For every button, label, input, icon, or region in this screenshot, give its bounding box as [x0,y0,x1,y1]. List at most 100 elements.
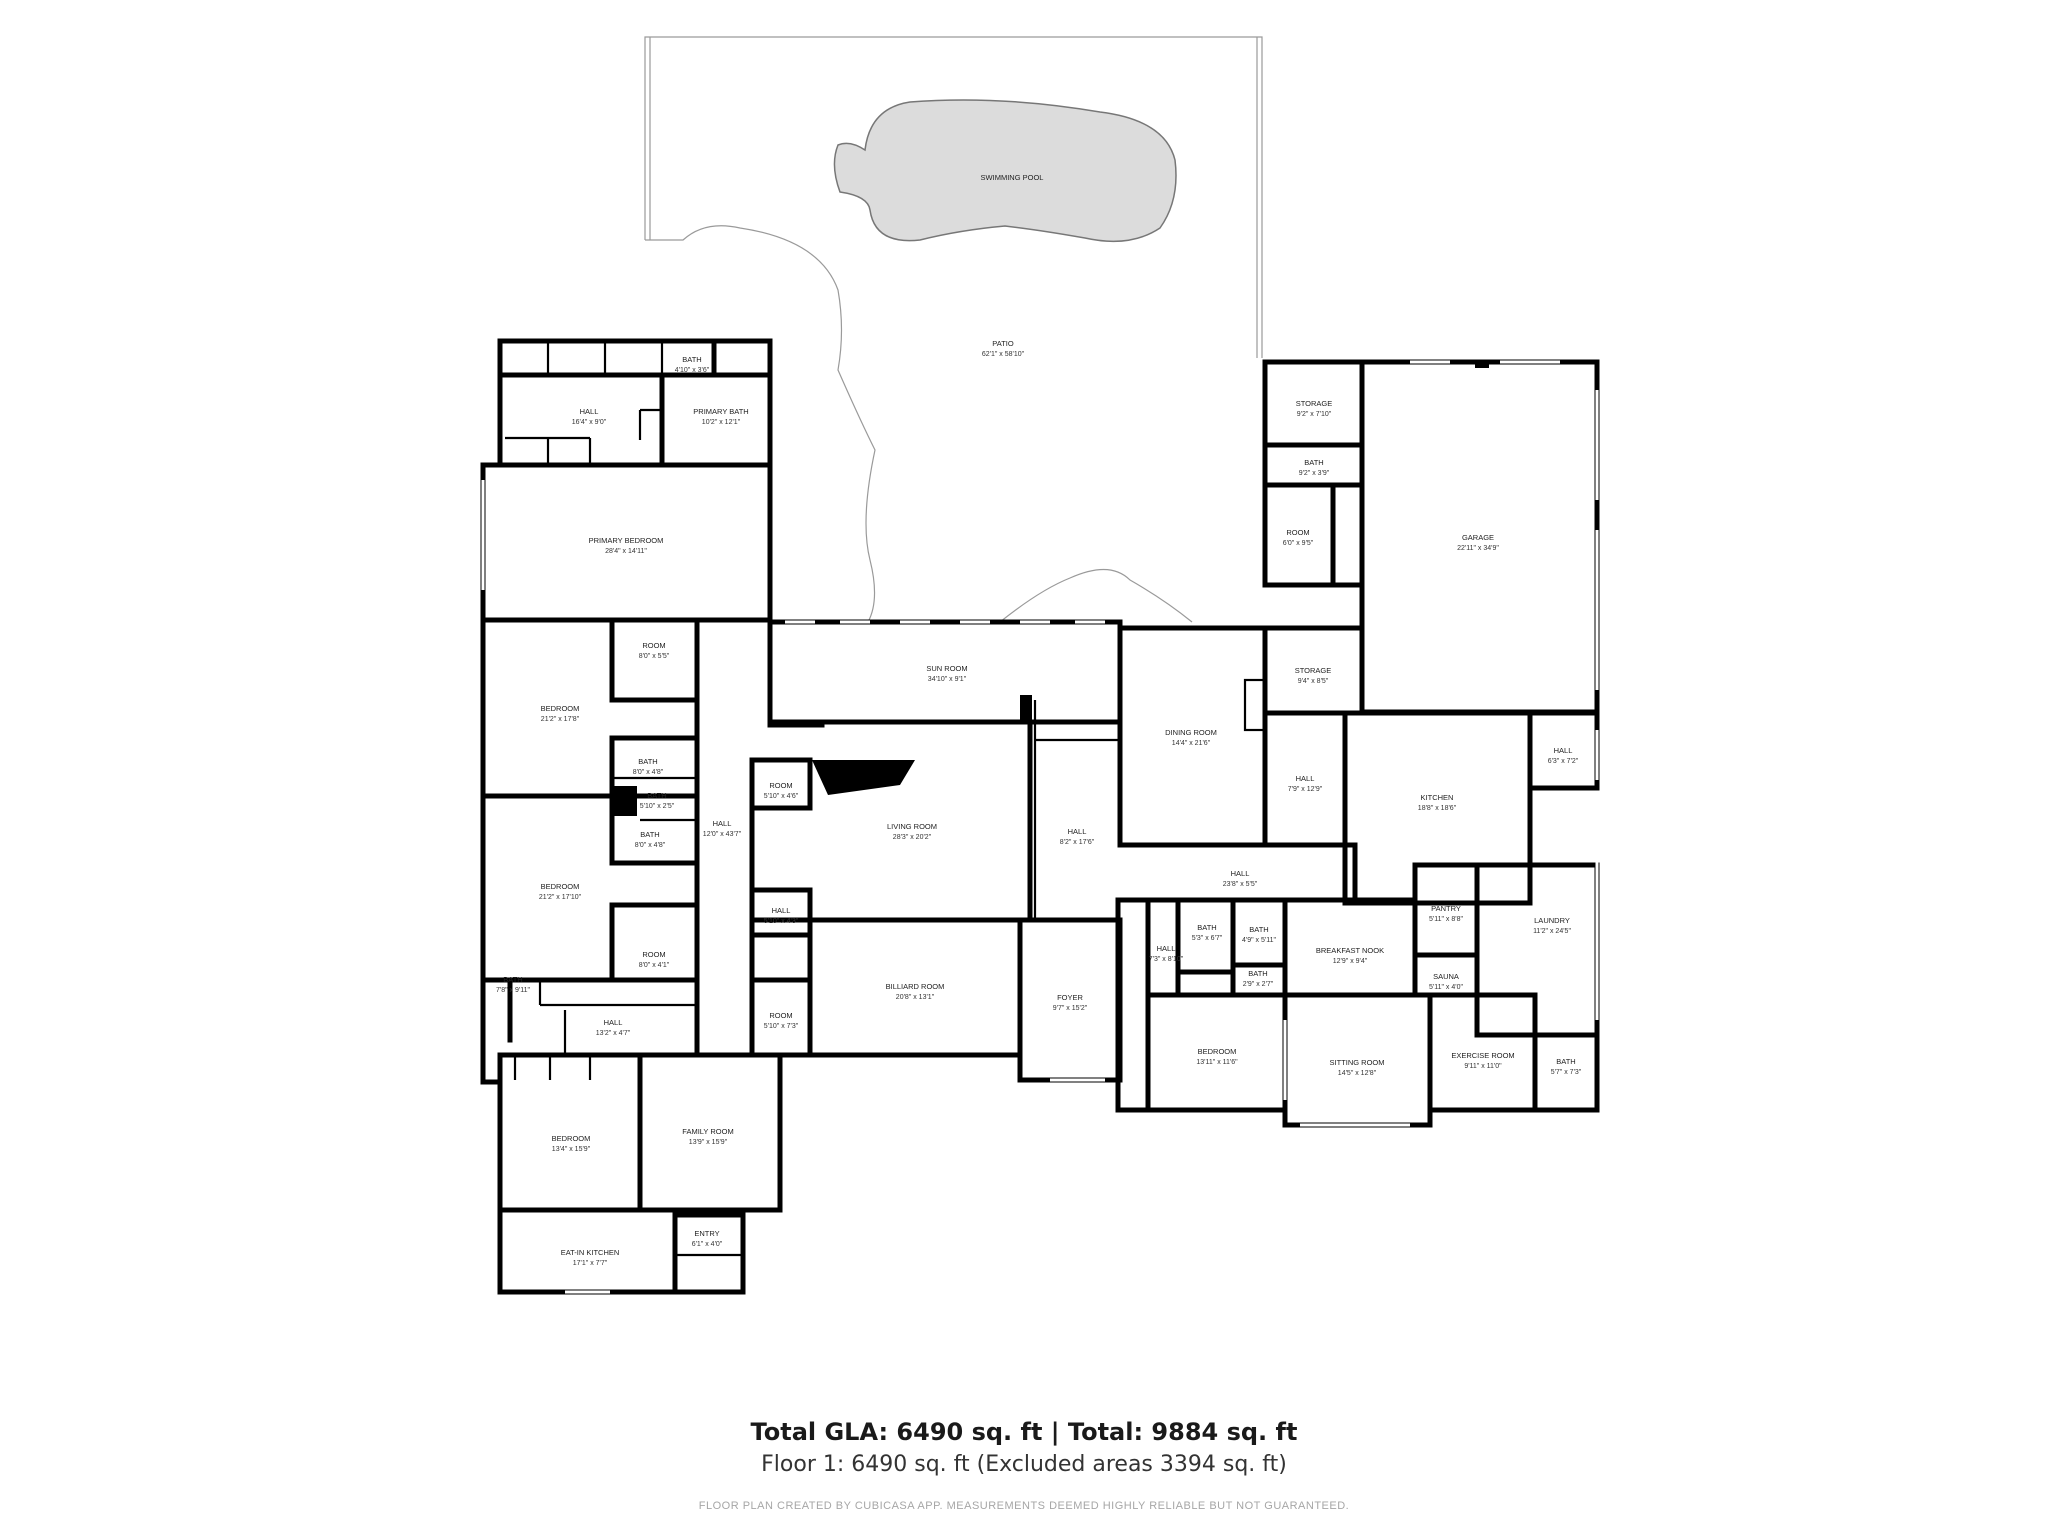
room-dimension: 6'0" x 9'5" [1283,540,1314,547]
room-dimension: 13'2" x 4'7" [596,1030,631,1037]
room-dimension: 28'4" x 14'11" [605,548,647,555]
room-label: ENTRY [694,1229,719,1238]
room-label: BATH [1248,969,1267,978]
room-dimension: 5'10" x 2'5" [640,803,675,810]
room-label: STORAGE [1296,399,1333,408]
room-label: BILLIARD ROOM [886,982,945,991]
room-label: GARAGE [1462,533,1494,542]
room-dimension: 28'3" x 20'2" [893,834,932,841]
room-label: BEDROOM [552,1134,591,1143]
room-label: HALL [604,1018,623,1027]
room-dimension: 10'2" x 12'1" [702,419,741,426]
room-label: HALL [1157,944,1176,953]
room-dimension: 7'9" x 12'9" [1288,786,1323,793]
room-label: LIVING ROOM [887,822,937,831]
room-dimension: 23'8" x 5'5" [1223,881,1258,888]
room-dimension: 12'9" x 9'4" [1333,958,1368,965]
room-dimension: 16'4" x 9'0" [572,419,607,426]
room-label: FOYER [1057,993,1083,1002]
room-dimension: 7'3" x 8'10" [1149,956,1184,963]
room-dimension: 18'8" x 18'6" [1418,805,1457,812]
room-dimension: 11'2" x 24'5" [1533,928,1571,935]
room-label: BATH [638,757,657,766]
room-label: PRIMARY BATH [693,407,748,416]
room-dimension: 5'11" x 8'8" [1429,916,1463,923]
room-dimension: 5'3" x 6'7" [1192,935,1223,942]
room-dimension: 12'0" x 43'7" [703,831,742,838]
room-label: KITCHEN [1421,793,1454,802]
room-label: EXERCISE ROOM [1451,1051,1514,1060]
room-label: ROOM [1286,528,1309,537]
room-dimension: 5'11" x 4'0" [1429,984,1463,991]
room-label: BATH [640,830,659,839]
room-dimension: 13'4" x 15'9" [552,1146,591,1153]
room-label: PATIO [992,339,1014,348]
room-dimension: 6'3" x 7'2" [1548,758,1579,765]
room-dimension: 7'8" x 9'11" [496,987,530,994]
room-dimension: 8'0" x 5'5" [639,653,670,660]
room-label: HALL [580,407,599,416]
primary-suite-walls [497,338,773,468]
room-dimension: 13'9" x 15'9" [689,1139,728,1146]
room-label: PANTRY [1431,904,1461,913]
central-walls [749,619,1123,1058]
room-label: BATH [1556,1057,1575,1066]
room-label: EAT-IN KITCHEN [561,1248,620,1257]
total-area-summary: Total GLA: 6490 sq. ft | Total: 9884 sq.… [750,1418,1298,1446]
room-dimension: 14'4" x 21'6" [1172,740,1211,747]
room-label: BATH [503,975,522,984]
room-dimension: 8'0" x 4'8" [633,769,664,776]
room-dimension: 9'7" x 15'2" [1053,1005,1088,1012]
bottom-left-walls [497,1052,783,1295]
room-label: HALL [1231,869,1250,878]
room-dimension: 8'0" x 4'1" [639,962,670,969]
room-dimension: 14'5" x 12'8" [1338,1070,1377,1077]
room-label: BATH [1197,923,1216,932]
room-dimension: 9'2" x 3'9" [1299,470,1330,477]
room-dimension: 9'4" x 8'5" [1298,678,1329,685]
room-dimension: 22'11" x 34'9" [1457,545,1499,552]
room-dimension: 8'0" x 4'8" [635,842,666,849]
room-label: LAUNDRY [1534,916,1570,925]
room-label: SWIMMING POOL [981,173,1044,182]
room-label: HALL [772,906,791,915]
room-dimension: 20'8" x 13'1" [896,994,935,1001]
room-label: ROOM [642,641,665,650]
room-label: SAUNA [1433,972,1459,981]
room-label: SUN ROOM [926,664,967,673]
room-dimension: 9'11" x 11'0" [1464,1063,1502,1070]
room-label: BEDROOM [541,882,580,891]
room-dimension: 21'2" x 17'10" [539,894,582,901]
room-label: ROOM [769,1011,792,1020]
foyer-walls [1017,700,1123,1083]
patio-outline [644,36,1263,623]
disclaimer: FLOOR PLAN CREATED BY CUBICASA APP. MEAS… [698,1500,1350,1512]
room-dimension: 13'11" x 11'6" [1196,1059,1238,1066]
room-label: BATH [647,791,666,800]
room-label: BATH [1249,925,1268,934]
room-label: BREAKFAST NOOK [1316,946,1384,955]
floor-area-summary: Floor 1: 6490 sq. ft (Excluded areas 339… [761,1452,1287,1477]
room-labels: SWIMMING POOL PATIO 62'1" x 58'10" BATH … [496,173,1582,1267]
room-label: SITTING ROOM [1330,1058,1385,1067]
room-dimension: 5'10" x 4'6" [764,793,799,800]
room-dimension: 5'10" x 4'3" [764,918,799,925]
room-label: BATH [682,355,701,364]
room-dimension: 62'1" x 58'10" [982,351,1025,358]
room-dimension: 4'10" x 3'6" [675,367,710,374]
room-label: FAMILY ROOM [682,1127,733,1136]
room-label: HALL [1296,774,1315,783]
room-label: HALL [713,819,732,828]
room-label: HALL [1068,827,1087,836]
room-dimension: 6'1" x 4'0" [692,1241,723,1248]
room-label: HALL [1554,746,1573,755]
room-dimension: 5'10" x 7'3" [764,1023,799,1030]
room-dimension: 17'1" x 7'7" [573,1260,608,1267]
room-dimension: 2'9" x 2'7" [1243,981,1274,988]
right-wing-walls [1115,785,1600,1128]
room-dimension: 8'2" x 17'6" [1060,839,1095,846]
room-label: BEDROOM [541,704,580,713]
room-label: ROOM [642,950,665,959]
room-dimension: 21'2" x 17'8" [541,716,580,723]
